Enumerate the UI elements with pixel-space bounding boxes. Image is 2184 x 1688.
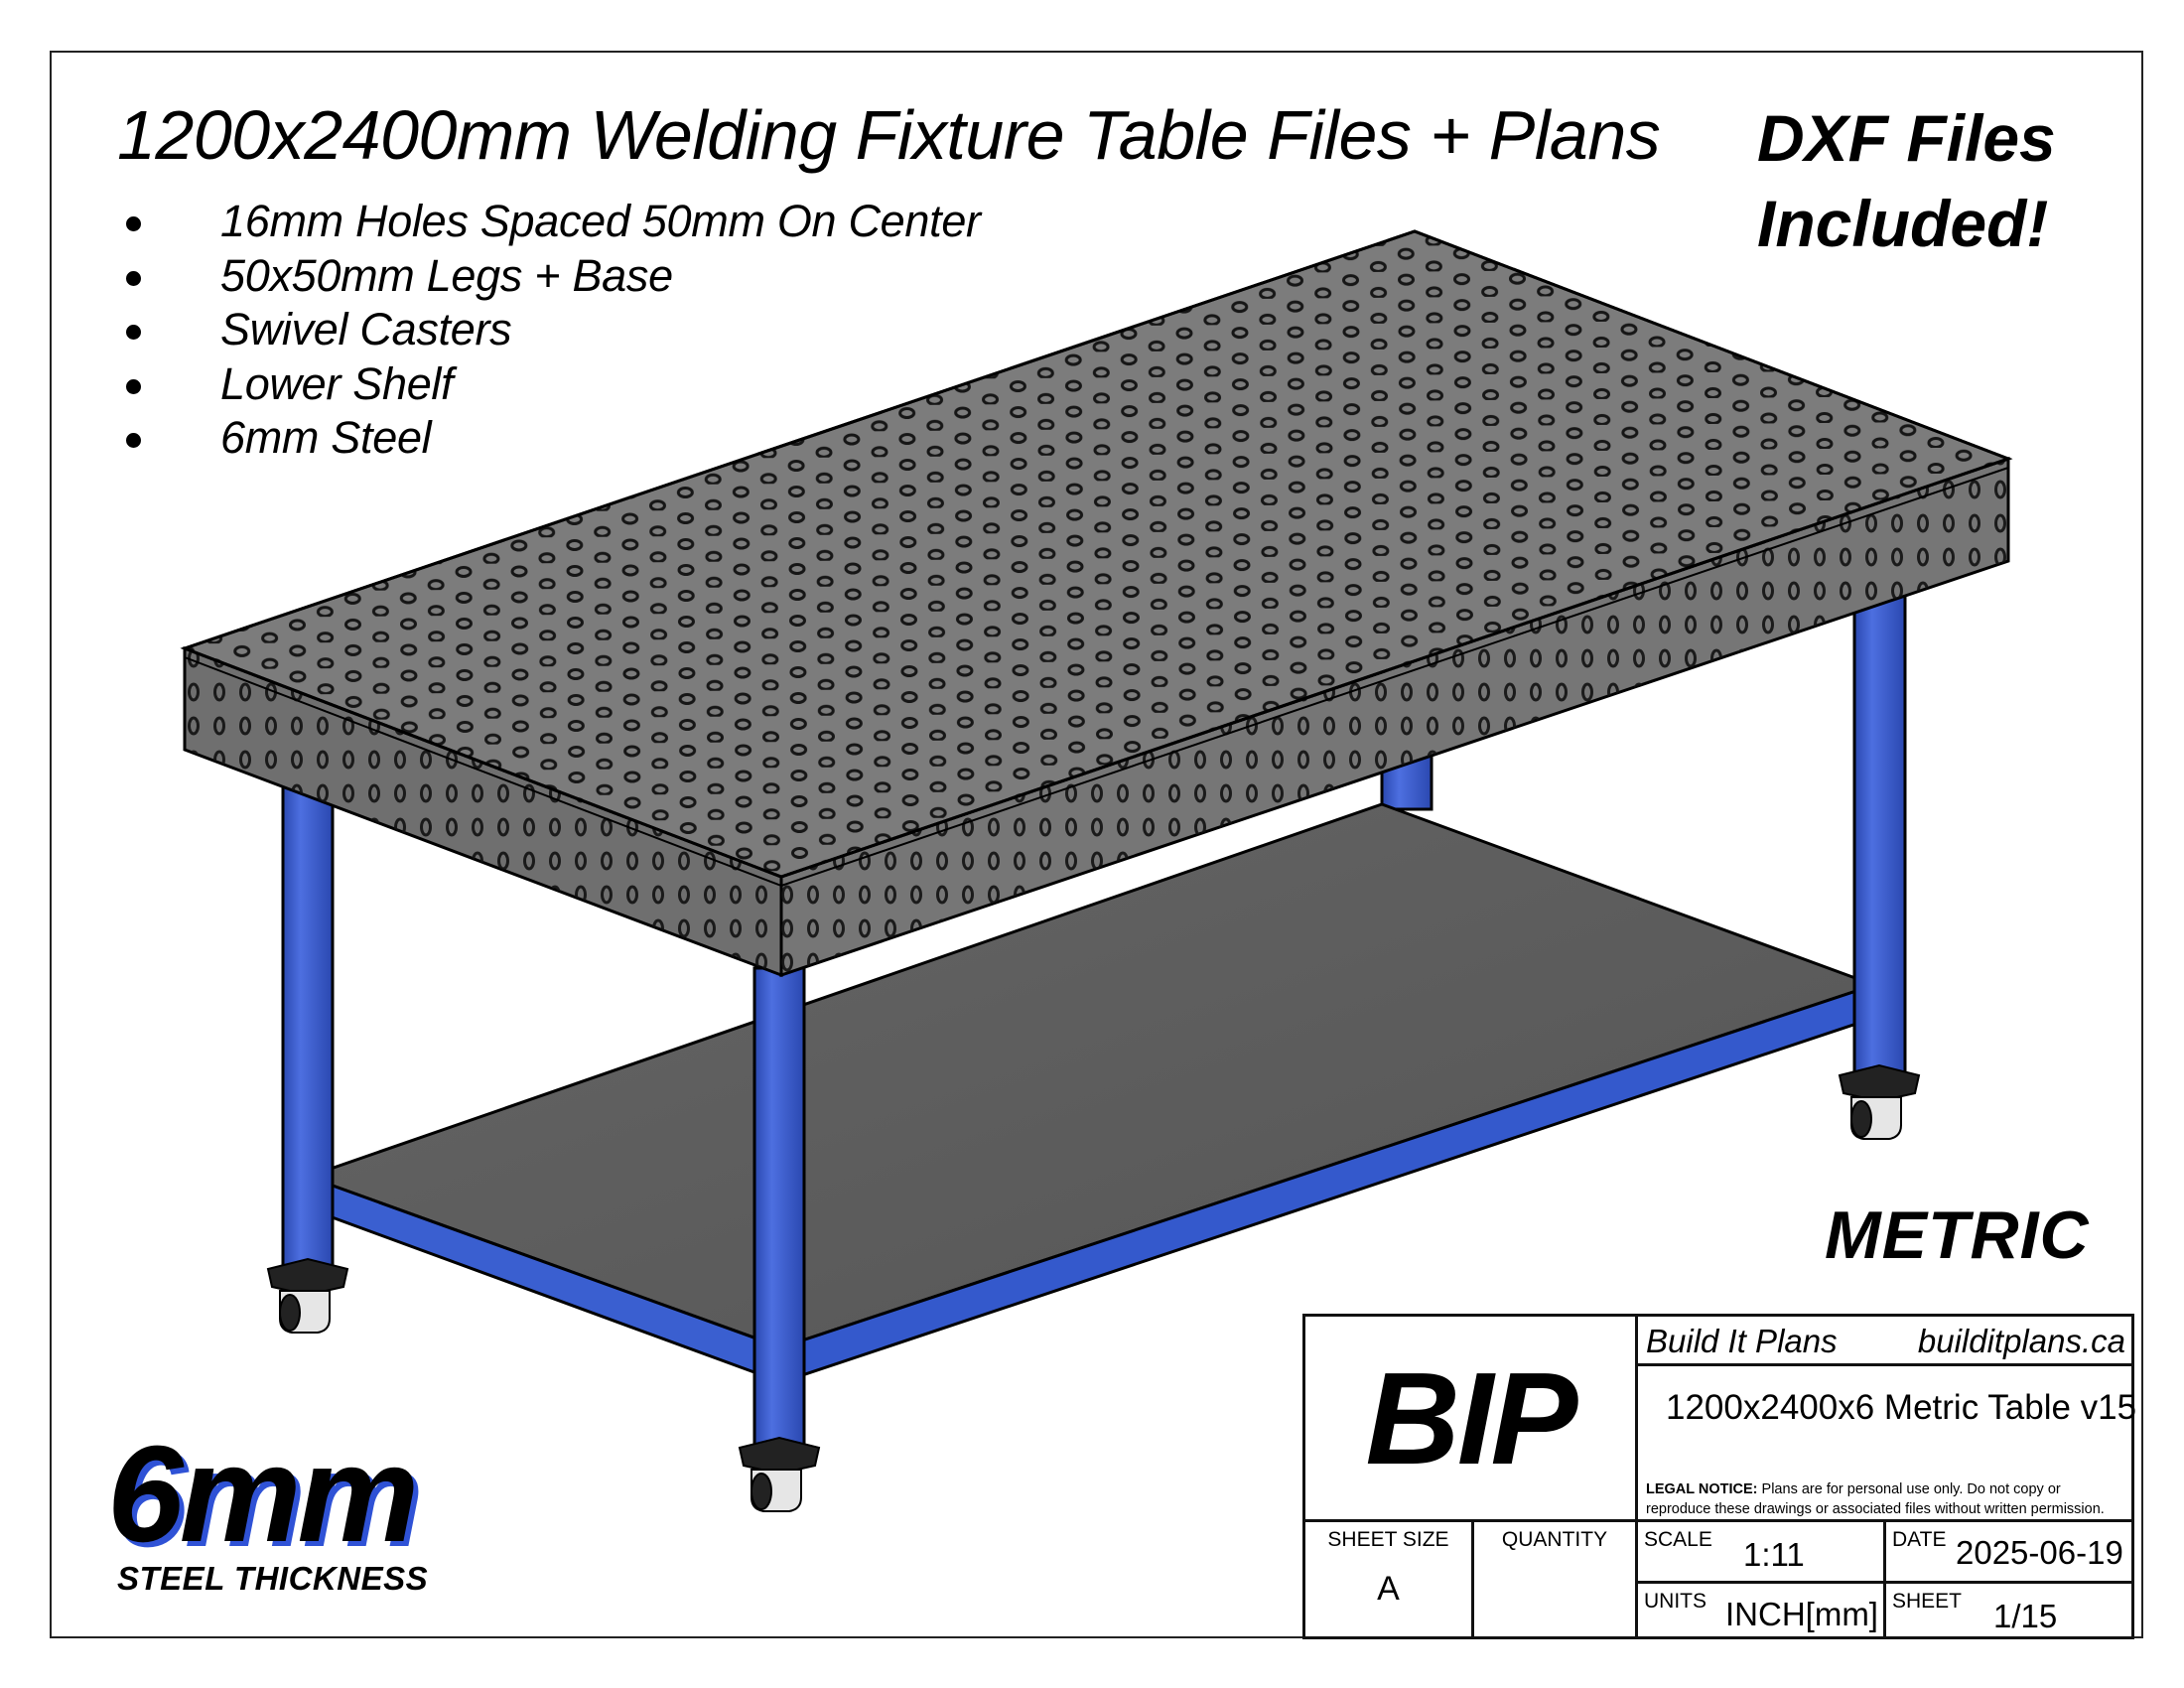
bullet-icon	[126, 270, 141, 286]
caster-icon	[266, 1257, 349, 1334]
feature-list: 16mm Holes Spaced 50mm On Center 50x50mm…	[121, 195, 981, 466]
feature-item: 50x50mm Legs + Base	[121, 249, 981, 304]
tabletop	[180, 229, 2013, 978]
quantity-cell: QUANTITY	[1474, 1522, 1638, 1639]
bullet-icon	[126, 216, 141, 231]
left-leg	[281, 743, 335, 1273]
scale-value: 1:11	[1743, 1536, 1805, 1573]
sheet-value: 1/15	[1993, 1598, 2058, 1634]
bullet-icon	[126, 378, 141, 394]
company-logo: BIP	[1305, 1317, 1638, 1522]
scale-cell: SCALE 1:11	[1638, 1522, 1886, 1584]
units-label: UNITS	[1644, 1590, 1706, 1613]
dxf-callout-line1: DXF Files	[1757, 101, 2056, 175]
drawing-border	[50, 51, 2143, 1638]
units-system-badge: METRIC	[1825, 1197, 2090, 1273]
bullet-icon	[126, 325, 141, 340]
front-leg	[752, 966, 806, 1452]
feature-item: Lower Shelf	[121, 357, 981, 412]
drawing-title-cell: 1200x2400x6 Metric Table v15 LEGAL NOTIC…	[1638, 1366, 2136, 1522]
company-website: builditplans.ca	[1917, 1323, 2125, 1359]
sheet-size-label: SHEET SIZE	[1327, 1528, 1449, 1551]
legal-notice: LEGAL NOTICE: Plans are for personal use…	[1646, 1481, 2105, 1517]
scale-label: SCALE	[1644, 1528, 1712, 1551]
sheet-label: SHEET	[1892, 1590, 1963, 1613]
date-label: DATE	[1892, 1528, 1947, 1551]
steel-thickness-badge: 6mm STEEL THICKNESS	[107, 1425, 428, 1598]
sheet-cell: SHEET 1/15	[1886, 1584, 2131, 1639]
thickness-value: 6mm	[107, 1418, 419, 1571]
company-row: Build It Plans builditplans.ca	[1638, 1317, 2131, 1366]
date-cell: DATE 2025-06-19	[1886, 1522, 2131, 1584]
caster-icon	[738, 1436, 821, 1512]
feature-item: 16mm Holes Spaced 50mm On Center	[121, 195, 981, 249]
bullet-icon	[126, 433, 141, 448]
units-cell: UNITS INCH[mm]	[1638, 1584, 1886, 1639]
date-value: 2025-06-19	[1956, 1534, 2123, 1571]
dxf-callout: DXF Files Included!	[1757, 95, 2134, 266]
page-title: 1200x2400mm Welding Fixture Table Files …	[117, 96, 1661, 174]
lower-shelf	[303, 802, 1879, 1385]
right-leg	[1852, 554, 1907, 1079]
title-block: BIP Build It Plans builditplans.ca 1200x…	[1302, 1314, 2136, 1639]
quantity-label: QUANTITY	[1501, 1528, 1608, 1551]
company-name: Build It Plans	[1646, 1323, 1838, 1359]
feature-item: Swivel Casters	[121, 303, 981, 357]
sheet-size-cell: SHEET SIZE A	[1305, 1522, 1474, 1639]
thickness-label: STEEL THICKNESS	[117, 1560, 429, 1597]
sheet-size-value: A	[1377, 1570, 1400, 1608]
dxf-callout-line2: Included!	[1757, 187, 2049, 260]
feature-item: 6mm Steel	[121, 411, 981, 466]
drawing-name: 1200x2400x6 Metric Table v15	[1666, 1388, 2137, 1427]
units-value: INCH[mm]	[1725, 1596, 1878, 1632]
caster-icon	[1838, 1063, 1921, 1140]
